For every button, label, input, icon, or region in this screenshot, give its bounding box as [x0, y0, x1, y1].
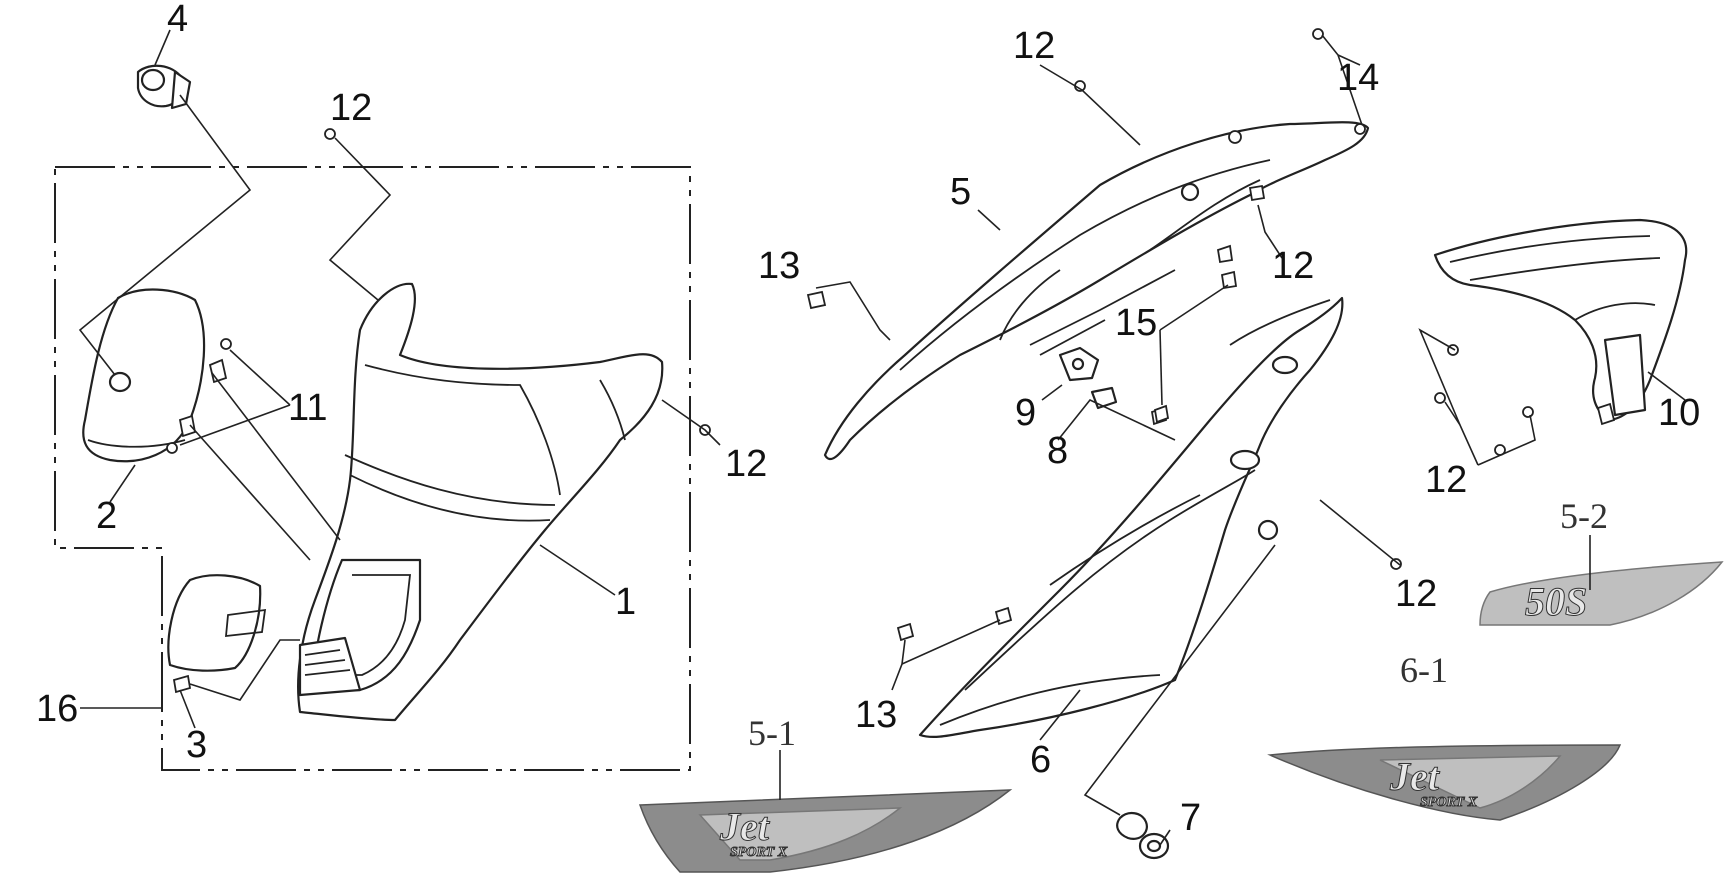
part-6-side-cover	[918, 296, 1344, 738]
decal-6-1-text: Jet	[1389, 754, 1441, 799]
decal-5-2-text: 50S	[1525, 579, 1587, 624]
part-1-inner-cover	[297, 282, 664, 722]
callout-1: 1	[615, 581, 636, 623]
callout-12-e: 12	[1425, 459, 1467, 501]
callout-5: 5	[950, 171, 971, 213]
small-fasteners	[324, 28, 1402, 642]
callout-15: 15	[1115, 302, 1157, 344]
callout-14: 14	[1337, 57, 1379, 99]
assembly-16-boundary	[54, 166, 691, 771]
callout-6: 6	[1030, 739, 1051, 781]
leader-lines	[78, 29, 1686, 846]
part-2-glovebox-lid	[82, 288, 206, 463]
callout-7: 7	[1180, 797, 1201, 839]
callout-12-d: 12	[1272, 245, 1314, 287]
decal-5-2: 50S	[1479, 561, 1724, 626]
callout-8: 8	[1047, 430, 1068, 472]
callout-11: 11	[288, 387, 327, 429]
callout-12-c: 12	[1013, 25, 1055, 67]
decal-5-1: Jet SPORT X	[638, 789, 1013, 873]
decal-5-1-subtext: SPORT X	[730, 845, 788, 860]
part-8-9-brackets	[1058, 346, 1168, 426]
callout-6-1: 6-1	[1400, 650, 1448, 690]
callout-16: 16	[36, 688, 78, 730]
callout-9: 9	[1015, 392, 1036, 434]
part-11-screws	[166, 338, 232, 454]
part-3-cover-plate	[167, 574, 267, 694]
callout-5-1: 5-1	[748, 713, 796, 753]
callout-2: 2	[96, 495, 117, 537]
part-10-rear-carrier	[1433, 218, 1688, 456]
callout-4: 4	[167, 0, 188, 40]
part-5-rear-body-cover	[823, 121, 1370, 461]
callout-12-f: 12	[1395, 573, 1437, 615]
callout-12-a: 12	[330, 87, 372, 129]
callout-10: 10	[1658, 392, 1700, 434]
callout-12-b: 12	[725, 443, 767, 485]
callout-5-2: 5-2	[1560, 496, 1608, 536]
callout-13-a: 13	[758, 245, 800, 287]
decal-6-1: Jet SPORT X	[1267, 744, 1622, 821]
decal-6-1-subtext: SPORT X	[1420, 795, 1478, 810]
part-4-lock	[136, 64, 192, 110]
part-7-grommet	[1116, 812, 1170, 860]
callout-labels: 4 12 11 12 2 1 16 3 12 14 5 13 12 15 9 8…	[36, 0, 1700, 839]
callout-13-b: 13	[855, 694, 897, 736]
decal-5-1-text: Jet	[719, 804, 771, 849]
callout-3: 3	[186, 724, 207, 766]
